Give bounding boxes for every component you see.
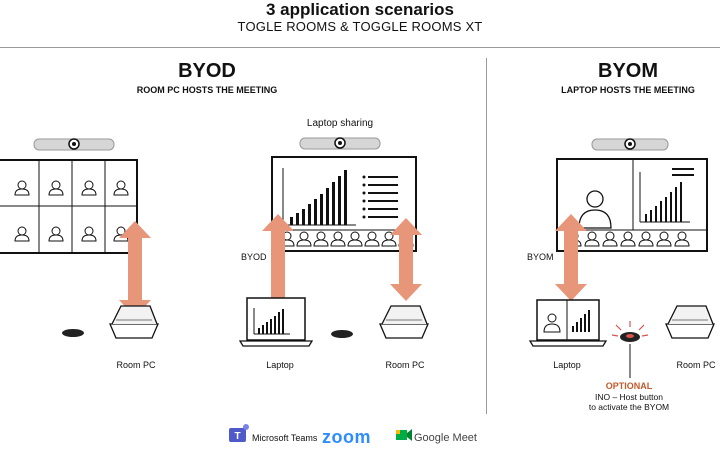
byom-screen (556, 158, 708, 252)
gallery-screen (0, 159, 138, 254)
page-title: 3 application scenarios (265, 0, 454, 19)
laptop-sharing-label: Laptop sharing (306, 118, 374, 129)
byom-arrow-label: BYOM (527, 252, 554, 262)
room-pc-2 (379, 305, 429, 339)
google-meet-label: Google Meet (414, 432, 477, 444)
laptop-2 (528, 299, 608, 347)
byod-arrow-label: BYOD (241, 252, 267, 262)
camera-bar-2 (299, 137, 381, 150)
camera-bar-1 (33, 138, 115, 151)
teams-label: Microsoft Teams (252, 433, 318, 443)
header-divider (0, 47, 720, 48)
arrow-vertical-1 (119, 221, 151, 317)
teams-logo-icon: T (229, 424, 249, 442)
arrow-vertical-2 (390, 218, 422, 301)
optional-desc-line1: INO – Host button (594, 392, 664, 402)
byom-subtitle: LAPTOP HOSTS THE MEETING (561, 85, 695, 95)
arrow-up-laptop (262, 214, 294, 298)
room-pc-caption: Room PC (116, 360, 156, 370)
puck-2 (331, 330, 353, 338)
laptop-1 (238, 297, 314, 347)
optional-label: OPTIONAL (605, 381, 653, 391)
laptop-caption: Laptop (553, 360, 581, 370)
page-subtitle: TOGLE ROOMS & TOGGLE ROOMS XT (237, 19, 483, 34)
sharing-screen (271, 156, 417, 252)
section-divider (486, 58, 487, 414)
optional-desc-line2: to activate the BYOM (588, 402, 670, 412)
byod-subtitle: ROOM PC HOSTS THE MEETING (136, 85, 278, 95)
ino-host-button (611, 321, 649, 378)
room-pc-caption: Room PC (385, 360, 425, 370)
byom-title: BYOM (598, 60, 658, 82)
laptop-caption: Laptop (266, 360, 294, 370)
svg-text:T: T (234, 431, 240, 442)
arrow-vertical-3 (555, 214, 587, 301)
room-pc-caption: Room PC (676, 360, 716, 370)
room-pc-1 (109, 305, 159, 339)
camera-bar-3 (591, 138, 669, 151)
byod-title: BYOD (178, 60, 236, 82)
room-pc-3 (665, 305, 715, 339)
puck-1 (62, 329, 84, 337)
google-meet-logo-icon (396, 429, 412, 441)
zoom-label: zoom (322, 427, 371, 447)
optional-description: INO – Host button to activate the BYOM (574, 392, 684, 412)
